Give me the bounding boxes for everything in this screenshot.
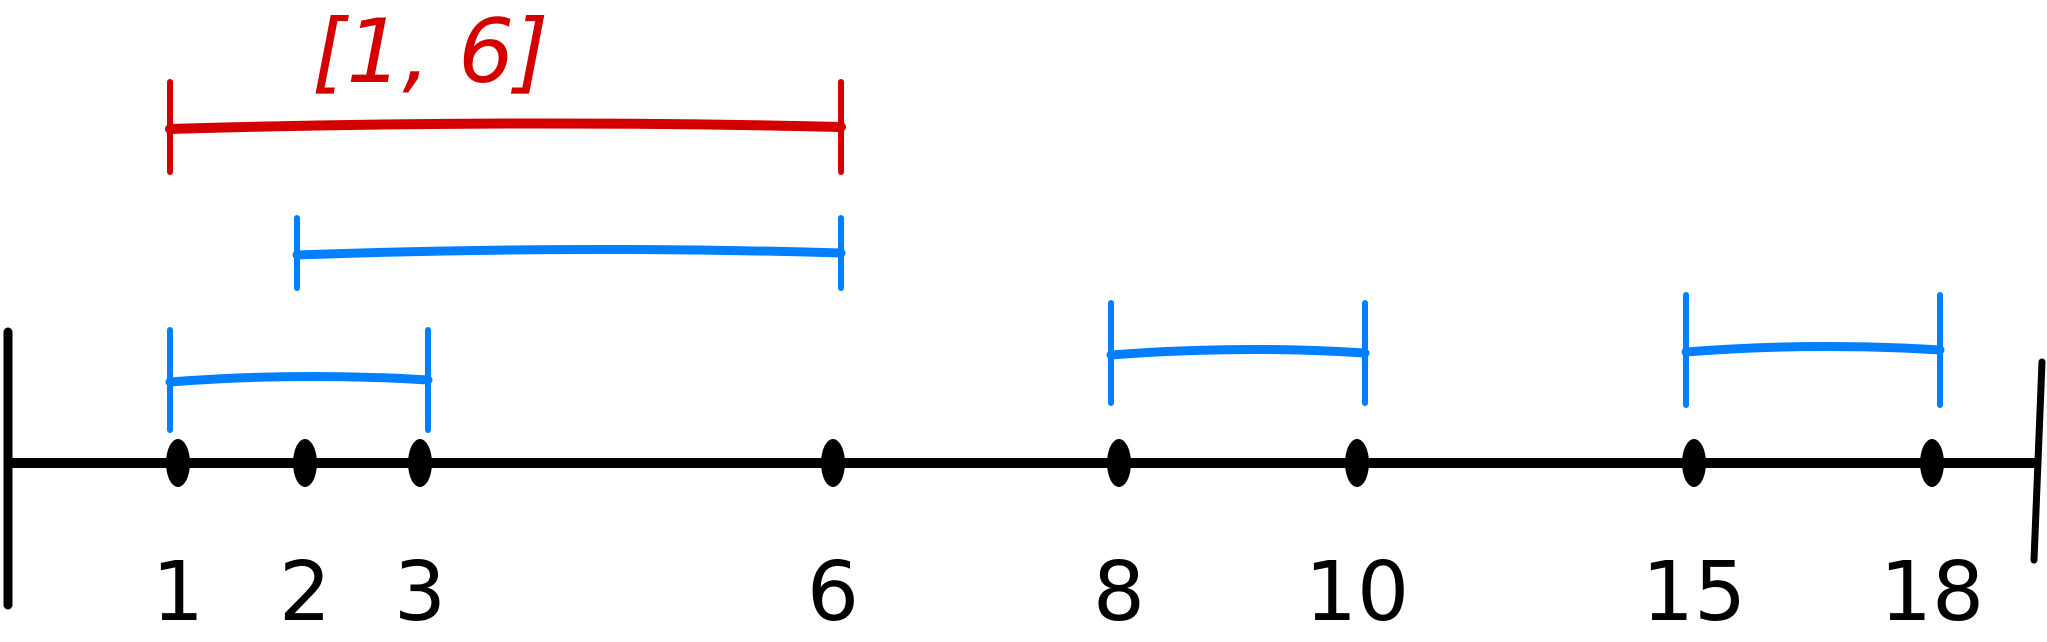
interval-1-6 [165, 79, 846, 175]
interval-8-10 [1106, 300, 1370, 406]
interval-label: [1, 6] [312, 0, 549, 103]
interval-bar [165, 371, 433, 387]
interval-2-6 [292, 215, 846, 291]
point-label: 10 [1305, 545, 1409, 640]
interval-bar [1681, 341, 1945, 357]
point-label: 3 [394, 545, 446, 640]
interval-bar [292, 244, 846, 260]
point-15 [1682, 439, 1706, 487]
interval-bar [1106, 344, 1370, 360]
interval-bar [165, 118, 846, 134]
interval-1-3 [165, 327, 433, 433]
point-label: 6 [807, 545, 859, 640]
point-18 [1920, 439, 1944, 487]
point-label: 15 [1642, 545, 1746, 640]
point-label: 18 [1880, 545, 1984, 640]
interval-15-18 [1681, 292, 1945, 408]
point-1 [166, 439, 190, 487]
point-label: 1 [152, 545, 204, 640]
point-6 [821, 439, 845, 487]
point-8 [1107, 439, 1131, 487]
point-label: 2 [279, 545, 331, 640]
point-3 [408, 439, 432, 487]
intervals [165, 79, 1945, 433]
point-label: 8 [1093, 545, 1145, 640]
point-10 [1345, 439, 1369, 487]
point-2 [293, 439, 317, 487]
